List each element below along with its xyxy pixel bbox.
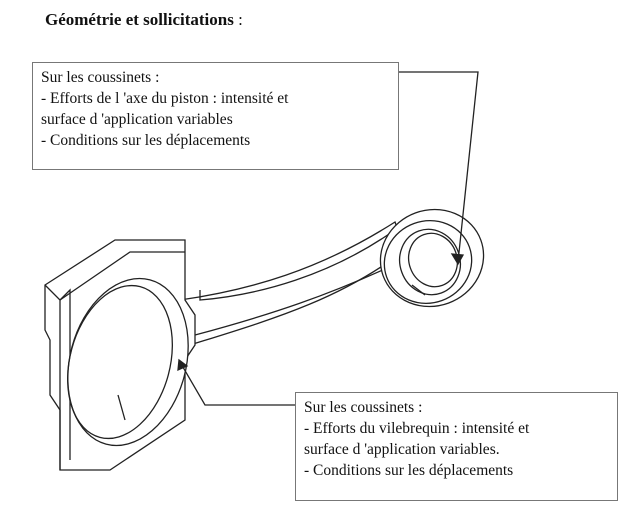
- title-text: Géométrie et sollicitations: [45, 10, 234, 29]
- title-colon: :: [233, 10, 243, 29]
- callout-line: Sur les coussinets :: [304, 399, 423, 416]
- callout-line: - Efforts du vilebrequin : intensité et: [304, 420, 530, 437]
- leader-line-small-end: [399, 71, 479, 263]
- callout-line: Sur les coussinets :: [41, 69, 160, 86]
- rod-beam: [179, 221, 406, 346]
- callout-big-end: Sur les coussinets : - Efforts du vilebr…: [295, 392, 618, 501]
- small-end-bore: [398, 228, 462, 296]
- callout-line: - Conditions sur les déplacements: [304, 462, 514, 479]
- small-end-eye: [379, 208, 485, 308]
- callout-line: surface d 'application variables: [41, 111, 233, 128]
- leader-line-big-end: [179, 361, 295, 406]
- section-title: Géométrie et sollicitations :: [45, 10, 243, 30]
- callout-small-end: Sur les coussinets : - Efforts de l 'axe…: [32, 62, 399, 170]
- callout-line: surface d 'application variables.: [304, 441, 500, 458]
- callout-line: - Conditions sur les déplacements: [41, 132, 251, 149]
- callout-line: - Efforts de l 'axe du piston : intensit…: [41, 90, 289, 107]
